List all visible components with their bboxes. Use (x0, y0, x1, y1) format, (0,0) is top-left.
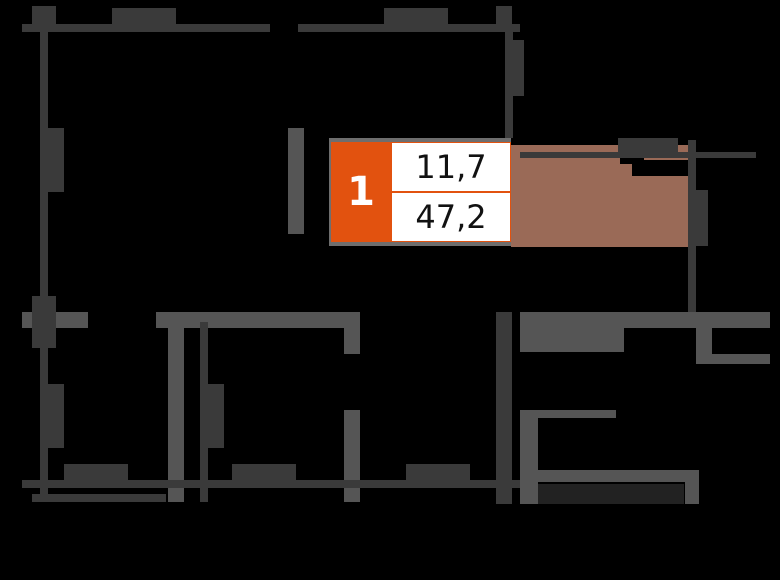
wall-segment (520, 312, 624, 352)
area-cells: 11,7 47,2 (391, 142, 511, 242)
wall-segment (685, 470, 699, 504)
total-area-value: 47,2 (392, 193, 510, 241)
dimension-tick (496, 6, 512, 32)
dimension-line (496, 312, 512, 504)
rooms-count-badge: 1 (331, 142, 391, 242)
dimension-tick (32, 6, 56, 32)
wall-segment (168, 318, 184, 502)
dimension-line-top-right (298, 24, 520, 32)
dimension-line-right-mid (520, 152, 756, 158)
dimension-tick (32, 296, 56, 348)
wall-segment (535, 470, 699, 482)
window-recess (538, 484, 684, 504)
room-cutout (632, 160, 692, 176)
dimension-label-right-upper (510, 40, 524, 96)
dimension-line-right-upper (505, 28, 513, 138)
wall-segment (156, 312, 360, 328)
dimension-label-left-lower (44, 384, 64, 448)
wall-segment (696, 320, 712, 362)
dimension-label-bottom-3 (406, 464, 470, 480)
dimension-line-bottom-outline (32, 494, 166, 502)
dimension-label-right-mid (618, 138, 678, 154)
dimension-label-top-left (112, 8, 176, 26)
living-area-value: 11,7 (392, 143, 510, 191)
interior-wall (288, 128, 304, 234)
dimension-label-bottom-2 (232, 464, 296, 480)
wall-segment (344, 410, 360, 502)
dimension-line (200, 322, 208, 502)
dimension-line-bottom (22, 480, 526, 488)
dimension-label-left-upper (44, 128, 64, 192)
wall-segment (344, 318, 360, 354)
apartment-badge: 1 11,7 47,2 (329, 138, 511, 246)
wall-segment (696, 354, 770, 364)
wall-segment (520, 412, 538, 504)
wall-segment (520, 410, 616, 418)
dimension-label-top-right (384, 8, 448, 26)
dimension-label (206, 384, 224, 448)
dimension-line-top-left (22, 24, 270, 32)
dimension-label-bottom-1 (64, 464, 128, 480)
dimension-label-right-vertical (692, 190, 708, 246)
